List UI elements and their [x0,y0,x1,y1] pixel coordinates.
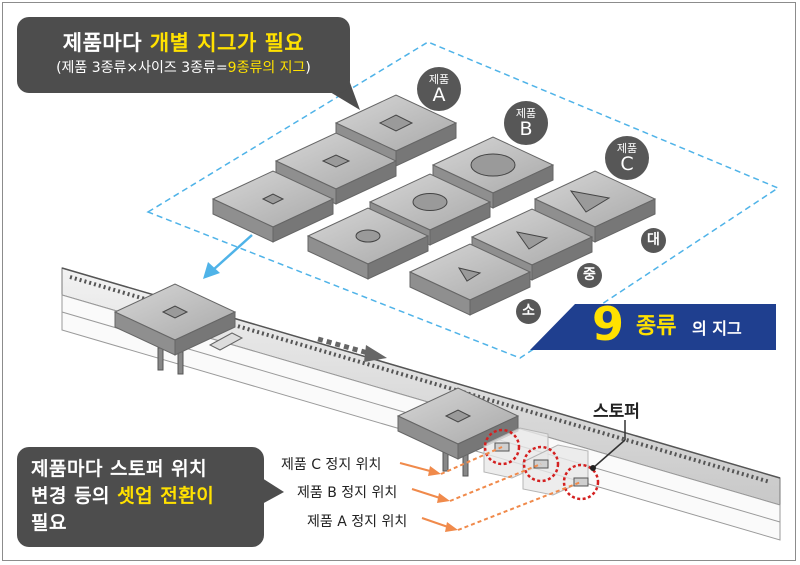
top-callout-line2-text: (제품 3종류×사이즈 3종류= [56,60,228,76]
product-c-small: 제품 [616,142,638,155]
motion-arrow [317,336,387,362]
bottom-callout-line2-text: 변경 등의 [31,485,118,507]
conveyor-jig-left [113,283,244,375]
top-callout-line2-highlight: 9종류의 지그 [227,60,306,76]
top-callout: 제품마다 개별 지그가 필요 (제품 3종류×사이즈 3종류=9종류의 지그) [17,17,350,93]
size-large-badge: 대 [641,228,666,253]
bottom-callout-line2-highlight: 셋업 전환이 [117,485,215,507]
guide-arrow [203,234,253,279]
jig-plate-a-small [211,170,335,243]
top-callout-line1-highlight: 개별 지그가 필요 [149,31,305,55]
product-b-small: 제품 [515,107,537,120]
jig-plates [211,94,657,316]
top-callout-line2: (제품 3종류×사이즈 3종류=9종류의 지그) [27,57,340,79]
product-b-letter: B [519,118,533,140]
size-medium-badge: 중 [577,263,602,288]
jig-plate-a-large [334,94,458,167]
product-a-letter: A [432,84,446,106]
banner-shape [530,304,776,350]
stop-position-c-label: 제품 C 정지 위치 [281,457,382,473]
bottom-callout-line2: 변경 등의 셋업 전환이 [31,483,252,510]
bottom-callout-line1: 제품마다 스토퍼 위치 [31,458,208,480]
product-b-label: 제품 B [504,101,548,145]
jig-plate-b-large [431,136,555,209]
bottom-callout-pointer [262,478,284,504]
stopper-leader [590,420,626,471]
jig-plate-c-small [408,243,532,316]
stop-position-arrows [399,446,582,532]
stop-position-a-label: 제품 A 정지 위치 [307,514,408,530]
bottom-callout-line3: 필요 [31,512,67,534]
banner-suffix: 의 지그 [692,319,742,338]
product-c-letter: C [620,153,634,175]
product-a-small: 제품 [428,73,450,86]
product-a-label: 제품 A [417,67,461,111]
banner-number: 9 [592,297,625,351]
top-callout-line1-text: 제품마다 [62,31,150,55]
top-callout-line2-end: ) [305,60,311,76]
stoppers [483,427,600,501]
banner-word: 종류 [636,314,677,339]
bottom-callout: 제품마다 스토퍼 위치 변경 등의 셋업 전환이 필요 [17,447,264,547]
top-callout-line1: 제품마다 개별 지그가 필요 [27,29,340,57]
stop-position-b-label: 제품 B 정지 위치 [297,485,398,501]
jig-plate-b-small [306,207,430,280]
nine-jigs-banner: 9 종류 의 지그 [588,297,788,351]
size-small-badge: 소 [516,299,541,324]
product-c-label: 제품 C [605,136,649,180]
stopper-label: 스토퍼 [593,402,640,422]
